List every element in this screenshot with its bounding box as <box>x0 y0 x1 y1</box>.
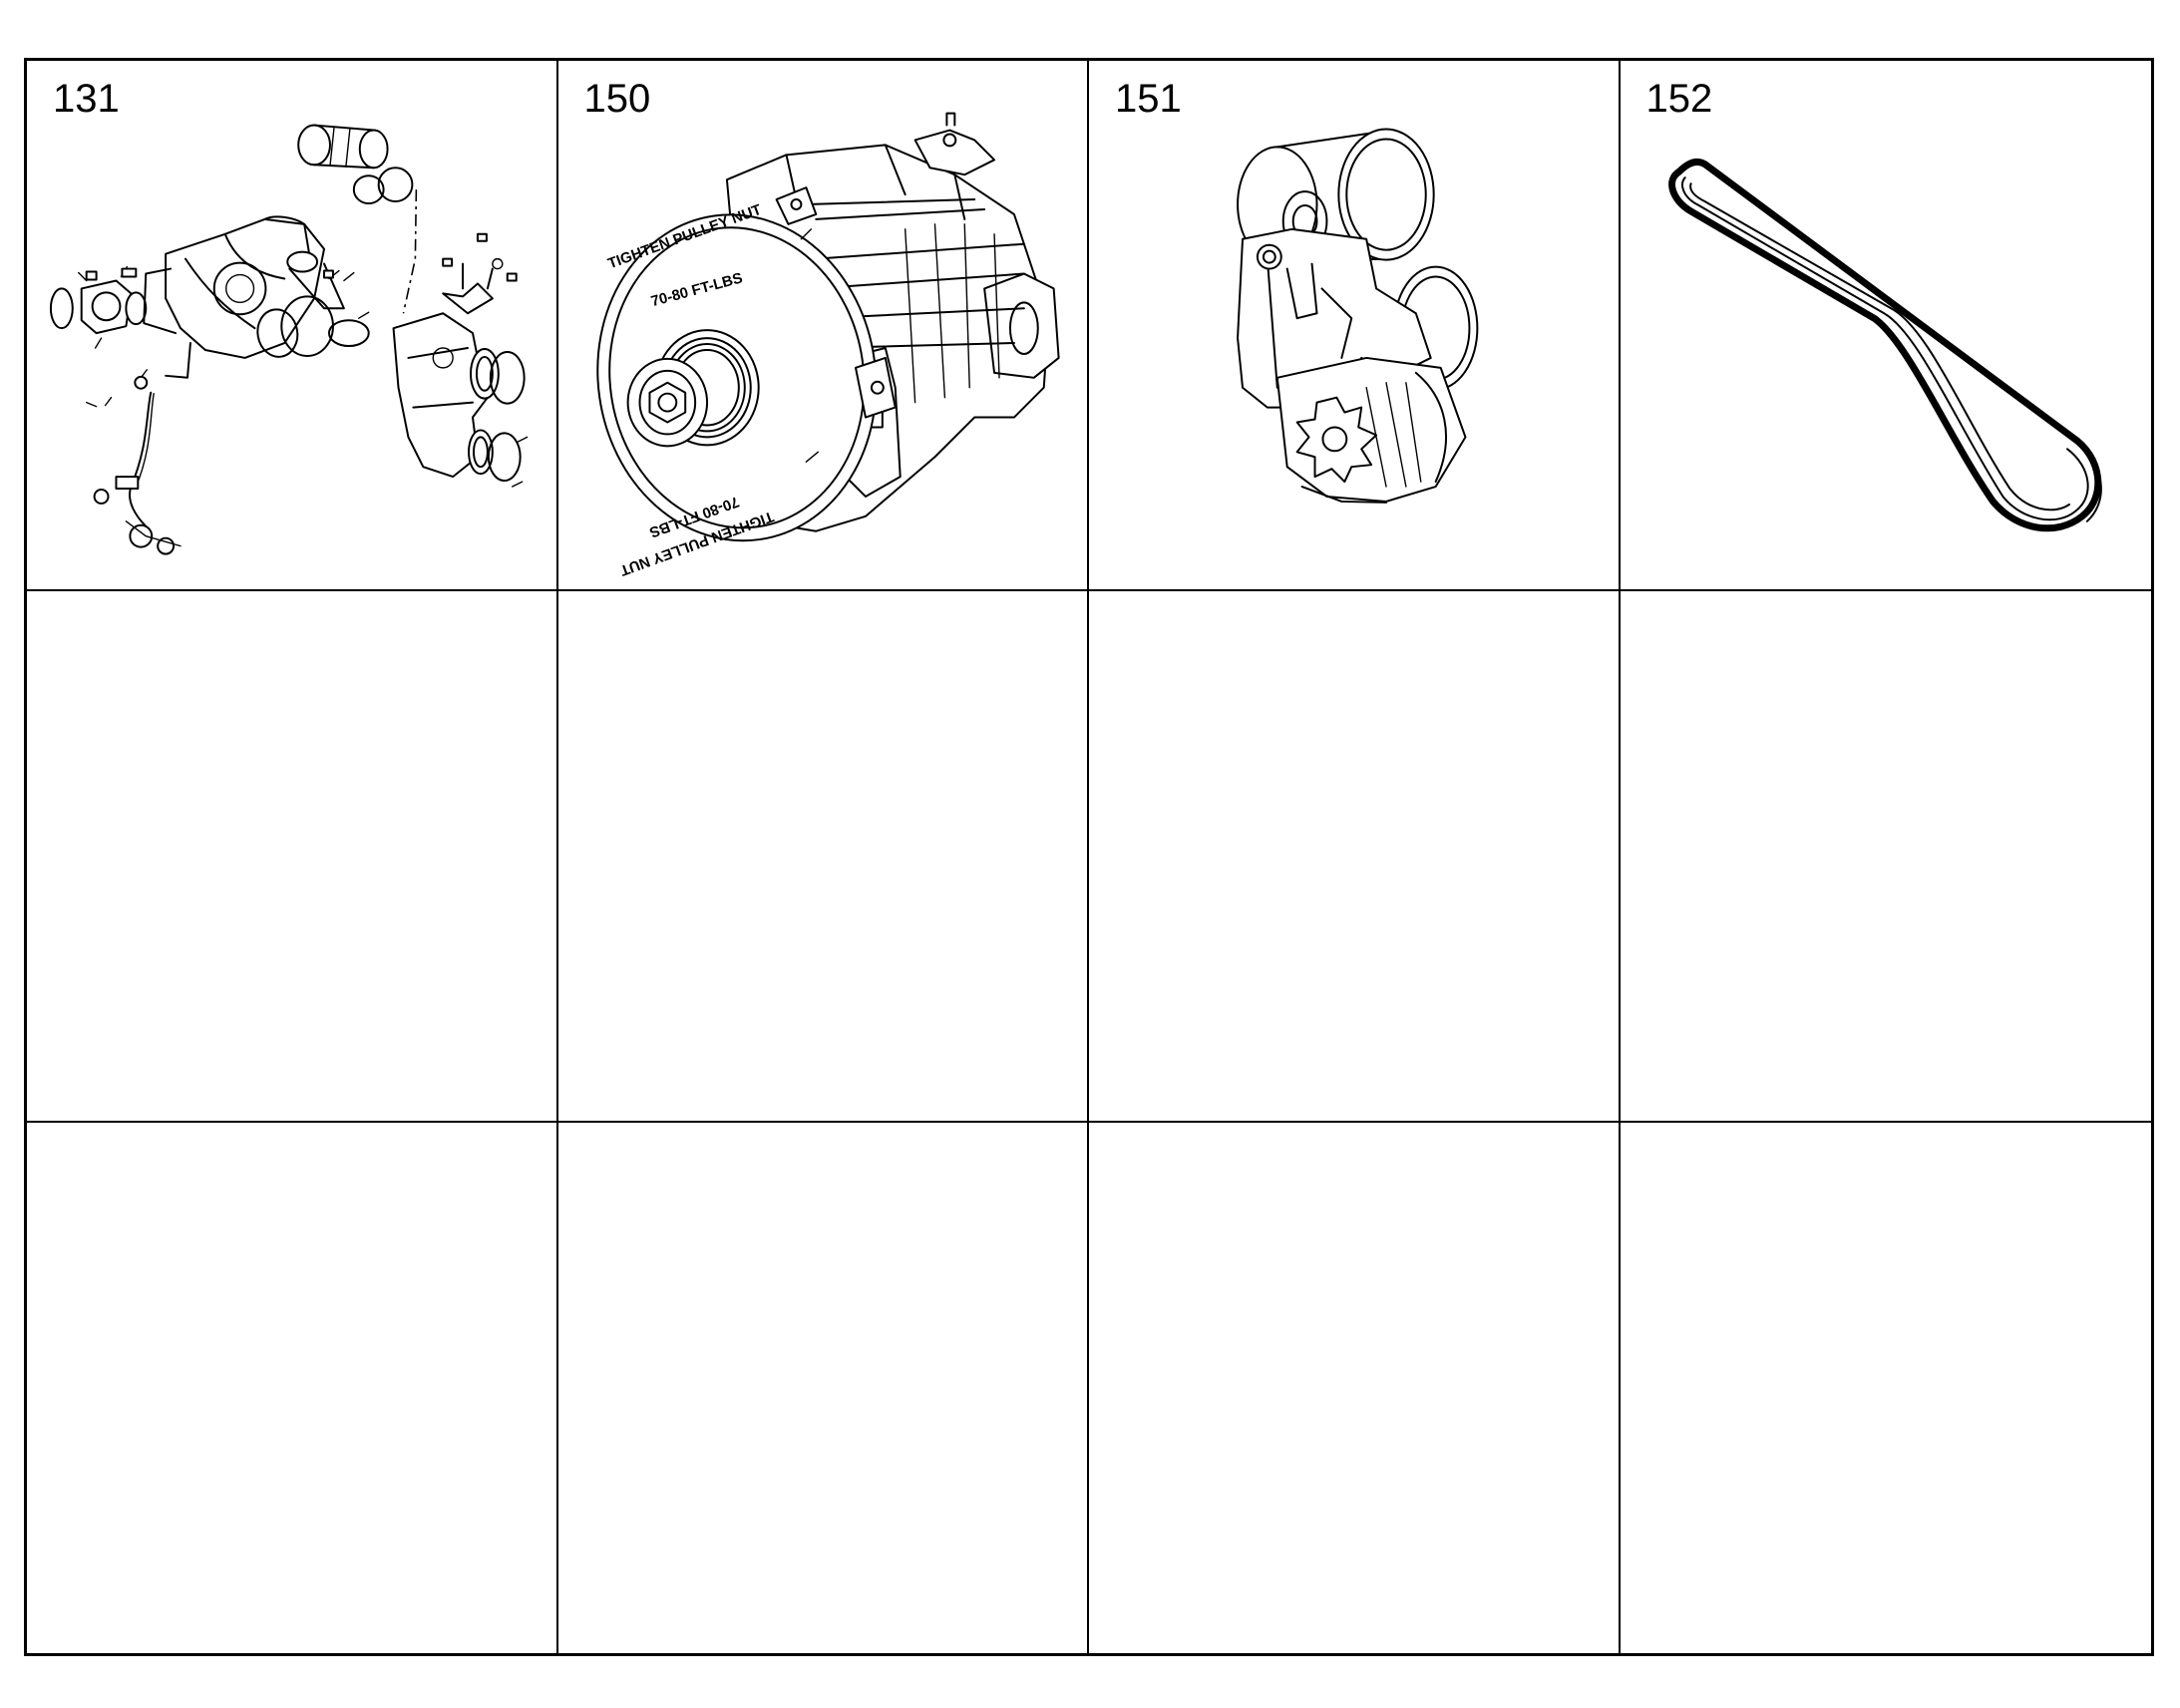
part-number-label: 131 <box>53 77 120 121</box>
parts-cell-empty <box>1089 591 1621 1123</box>
parts-cell-empty <box>27 591 558 1123</box>
parts-grid: 131 <box>24 58 2154 1656</box>
part-number-label: 152 <box>1645 77 1713 121</box>
parts-cell-empty <box>1620 591 2151 1123</box>
alternator-illustration: TIGHTEN PULLEY NUT 70-80 FT-LBS TIGHTEN … <box>595 112 1060 578</box>
poly-v-belt-illustration <box>1667 158 2102 532</box>
part-number-label: 151 <box>1115 77 1182 121</box>
parts-cell-empty <box>1621 1123 2152 1653</box>
parts-cell-152[interactable]: 152 <box>1620 61 2151 592</box>
parts-cell-151[interactable]: 151 <box>1089 61 1621 592</box>
parts-cell-empty <box>1089 1122 1621 1653</box>
parts-cell-empty <box>27 1122 558 1653</box>
parts-cell-empty <box>558 1122 1089 1653</box>
belt-tensioner-illustration <box>1237 128 1479 504</box>
coolant-pump-assembly-illustration <box>49 124 529 555</box>
parts-cell-150[interactable]: 150 TIGHTEN PULLEY NUT 70-80 FT-LBS T <box>557 61 1089 592</box>
part-number-label: 150 <box>583 77 651 121</box>
parts-cell-131[interactable]: 131 <box>27 61 558 592</box>
parts-cell-empty <box>557 591 1089 1123</box>
